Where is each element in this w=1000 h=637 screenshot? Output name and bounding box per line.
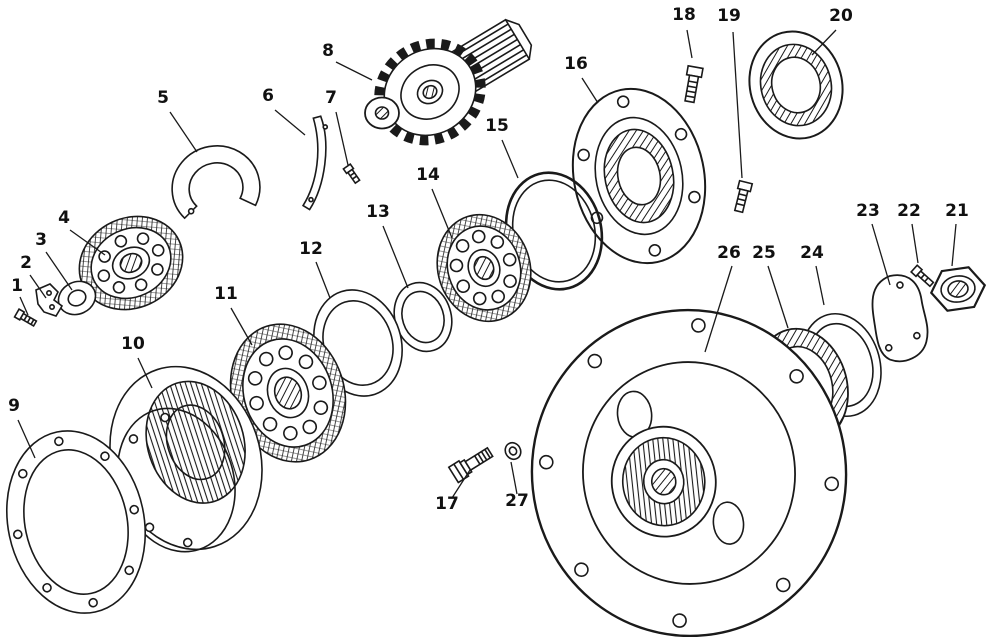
callout-18: 18 [672,5,696,25]
callout-9: 9 [8,396,20,416]
part-17-bolt [447,446,494,484]
callout-24: 24 [800,243,824,263]
part-6-shim-strip [301,115,329,211]
callout-1: 1 [11,276,23,296]
part-14-ball-bearing [436,213,532,323]
callout-23: 23 [856,201,880,221]
part-20-seal-ring [748,30,844,140]
callout-16: 16 [564,54,588,74]
callout-4: 4 [58,208,70,228]
part-23-gasket-plate [871,274,929,363]
callout-10: 10 [121,334,145,354]
callout-20: 20 [829,6,853,26]
part-10-splined-drum [109,365,263,553]
part-21-nut [929,266,987,312]
callout-6: 6 [262,86,274,106]
callout-17: 17 [435,494,459,514]
callout-5: 5 [157,88,169,108]
callout-2: 2 [20,253,32,273]
part-19-bolt [733,179,754,214]
part-4-ball-bearing [78,215,184,311]
part-26-cover-disc [530,308,848,637]
part-22-bolt [910,264,935,288]
part-7-bolt [342,162,361,185]
callout-21: 21 [945,201,969,221]
callout-7: 7 [325,88,337,108]
part-1-bolt [13,308,38,328]
part-11-ball-bearing [229,323,347,463]
callout-11: 11 [214,284,238,304]
part-13-ring [393,281,453,353]
callout-14: 14 [416,165,440,185]
callout-3: 3 [35,230,47,250]
callout-15: 15 [485,116,509,136]
callout-26: 26 [717,243,741,263]
callout-8: 8 [322,41,334,61]
callout-12: 12 [299,239,323,259]
leader-lines [17,29,957,499]
part-5-half-ring [171,145,261,220]
part-27-washer [504,441,522,461]
part-9-gasket [5,430,147,614]
part-16-bearing-housing [571,87,707,265]
part-8-gear-shaft [364,18,533,146]
callout-19: 19 [717,6,741,26]
callout-13: 13 [366,202,390,222]
callout-27: 27 [505,491,529,511]
callout-22: 22 [897,201,921,221]
callout-labels: 1 2 3 4 5 6 7 8 9 10 11 12 13 14 15 16 1… [8,5,969,514]
callout-25: 25 [752,243,776,263]
part-18-bolt [684,64,704,104]
